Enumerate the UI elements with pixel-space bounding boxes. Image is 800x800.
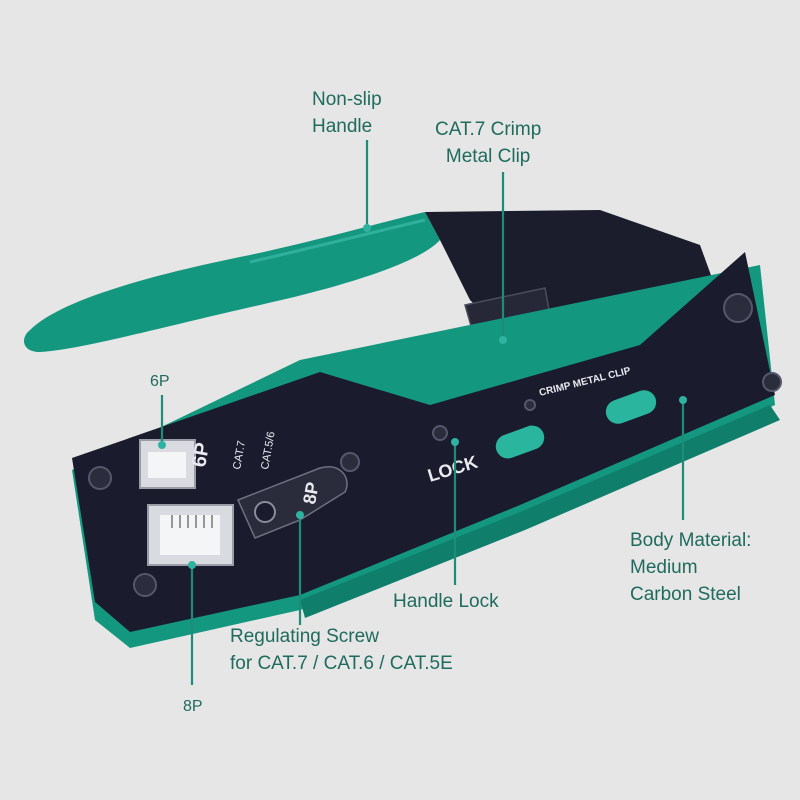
handle-lock-label: Handle Lock bbox=[393, 591, 499, 612]
die-6p-mark: 6P bbox=[188, 441, 214, 469]
leader-dots bbox=[158, 224, 687, 569]
port-6p-callout: 6P bbox=[150, 372, 170, 392]
body-material-line-1: Body Material: bbox=[630, 530, 752, 551]
handle-lock-callout: Handle Lock bbox=[393, 588, 499, 615]
crimp-clip-callout-line-2: Metal Clip bbox=[445, 146, 531, 167]
die-8p-mark: 8P bbox=[299, 481, 323, 506]
body-material-callout: Body Material: Medium Carbon Steel bbox=[630, 527, 751, 608]
port-8p-label: 8P bbox=[183, 698, 203, 715]
rivets bbox=[88, 293, 782, 597]
regulating-screw-callout: Regulating Screw for CAT.7 / CAT.6 / CAT… bbox=[230, 623, 453, 677]
handle-callout-line-2: Handle bbox=[312, 116, 373, 137]
port-6p-label: 6P bbox=[150, 373, 170, 390]
lock-slot bbox=[495, 425, 545, 459]
non-slip-handle-grip bbox=[24, 212, 441, 352]
handle-callout: Non-slip Handle bbox=[312, 86, 382, 140]
regulating-screw bbox=[254, 501, 276, 523]
port-8p-callout: 8P bbox=[183, 697, 203, 717]
die-8p bbox=[147, 504, 234, 566]
regulating-screw-line-2: for CAT.7 / CAT.6 / CAT.5E bbox=[230, 653, 453, 674]
crimp-clip-callout-line-1: CAT.7 Crimp bbox=[435, 119, 542, 140]
body-material-line-2: Medium bbox=[630, 557, 698, 578]
cat7-arrow-mark: CAT.7 bbox=[231, 440, 248, 471]
body-material-line-3: Carbon Steel bbox=[630, 584, 741, 605]
crimp-clip-callout: CAT.7 Crimp Metal Clip bbox=[435, 116, 541, 170]
steel-body bbox=[72, 252, 775, 632]
regulating-screw-line-1: Regulating Screw bbox=[230, 626, 379, 647]
handle-callout-line-1: Non-slip bbox=[312, 89, 382, 110]
body-slot bbox=[605, 390, 657, 424]
leader-lines bbox=[160, 140, 685, 685]
die-6p bbox=[139, 439, 196, 489]
